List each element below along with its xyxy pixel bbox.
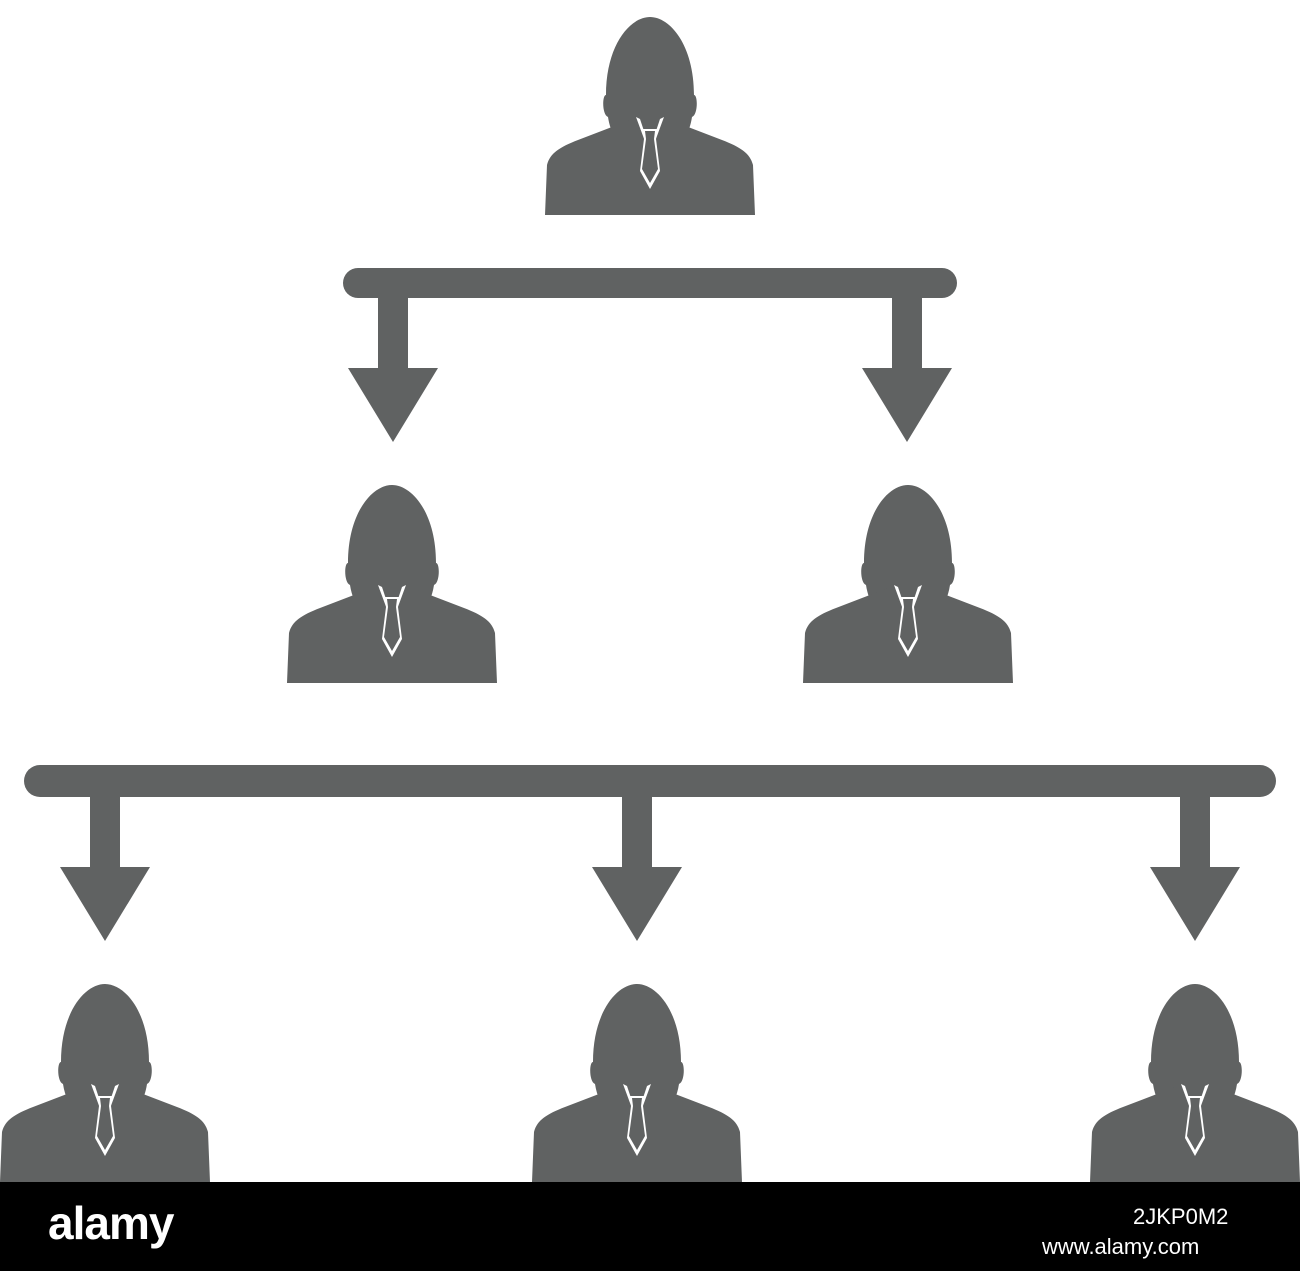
- arrow-middle-left: [348, 296, 438, 442]
- org-chart-diagram: [0, 17, 1300, 1182]
- arrow-bottom-right: [1150, 795, 1240, 941]
- person-middle-right: [803, 485, 1013, 683]
- arrow-bottom-left: [60, 795, 150, 941]
- connector-bar-bottom: [24, 765, 1276, 797]
- person-middle-left: [287, 485, 497, 683]
- watermark-footer: alamy 2JKP0M2 www.alamy.com: [0, 1182, 1300, 1271]
- arrow-bottom-center: [592, 795, 682, 941]
- person-top: [545, 17, 755, 215]
- connector-bar-top: [343, 268, 957, 298]
- person-bottom-right: [1090, 984, 1300, 1182]
- brand-logo: alamy: [48, 1197, 174, 1249]
- person-bottom-center: [532, 984, 742, 1182]
- arrow-middle-right: [862, 296, 952, 442]
- image-id-label: 2JKP0M2: [1133, 1204, 1229, 1229]
- person-bottom-left: [0, 984, 210, 1182]
- site-url-label: www.alamy.com: [1042, 1234, 1200, 1259]
